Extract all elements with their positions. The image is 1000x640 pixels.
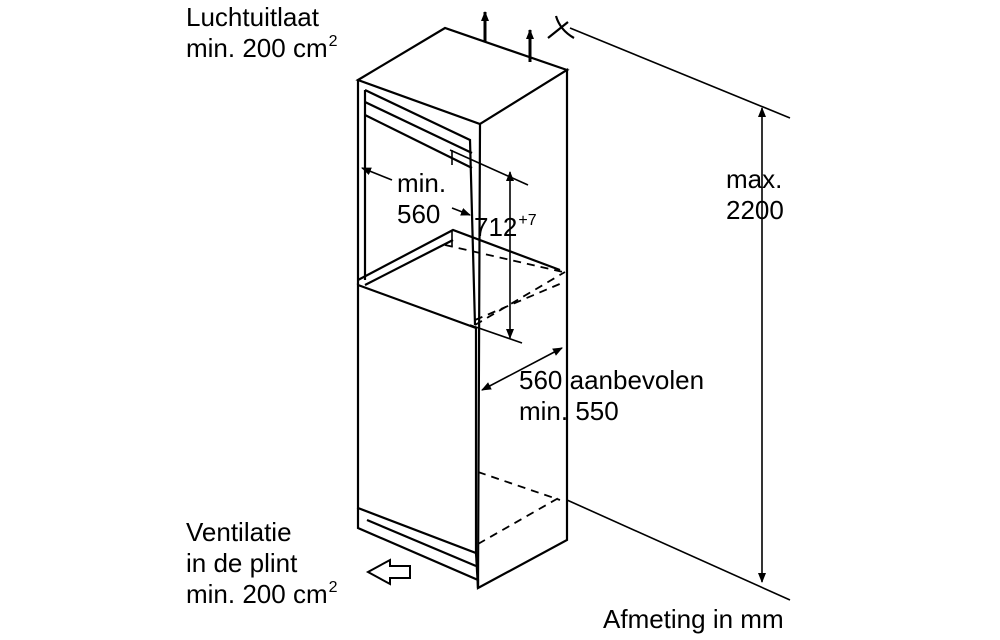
ventilation-arrow (365, 558, 411, 586)
depth-line1: 560 aanbevolen (519, 365, 705, 395)
ventilation-unit-exp: 2 (328, 579, 338, 596)
air-outlet-unit-exp: 2 (328, 33, 338, 50)
top-symbol (547, 15, 575, 39)
dimension-lines (361, 27, 791, 601)
air-outlet-value: min. 200 cm (186, 33, 328, 63)
opening-height-value: 712 (474, 212, 518, 242)
depth-line2: min. 550 (519, 396, 619, 426)
air-outlet-arrows (481, 11, 575, 62)
opening-height-tolerance: +7 (518, 212, 537, 229)
ventilation-line1: Ventilatie (186, 517, 292, 547)
plinth (356, 508, 480, 589)
ventilation-value-line: min. 200 cm2 (186, 579, 338, 614)
opening-height-label: 712+7 (474, 212, 537, 247)
ventilation-value: min. 200 cm (186, 579, 328, 609)
appliance-front (356, 283, 478, 555)
air-outlet-value-line: min. 200 cm2 (186, 33, 338, 68)
units-note: Afmeting in mm (603, 604, 784, 634)
hidden-lines (444, 244, 566, 545)
total-height-line1: max. (726, 164, 783, 194)
depth-label: 560 aanbevolen min. 550 (519, 365, 704, 427)
ventilation-label: Ventilatie in de plint min. 200 cm2 (186, 517, 338, 614)
total-height-label: max. 2200 (726, 164, 784, 226)
niche-width-label: min. 560 (397, 168, 446, 230)
air-outlet-label: Luchtuitlaat min. 200 cm2 (186, 2, 338, 68)
niche-width-line2: 560 (397, 199, 441, 229)
cabinet-outline (355, 26, 570, 590)
ventilation-line2: in de plint (186, 548, 298, 578)
total-height-line2: 2200 (726, 195, 784, 225)
niche-width-line1: min. (397, 168, 447, 198)
air-outlet-title: Luchtuitlaat (186, 2, 319, 32)
